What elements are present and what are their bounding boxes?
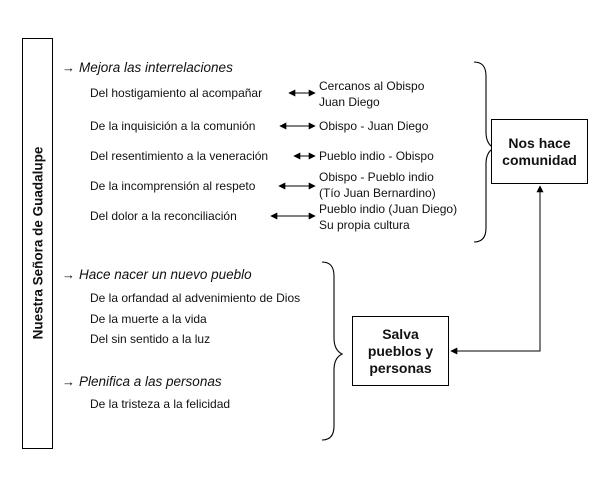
right-arrow-icon: →: [62, 267, 75, 282]
left-label-box: [22, 38, 53, 449]
section1-heading: Mejora las interrelaciones: [79, 60, 233, 75]
box-saves: Salva pueblos y personas: [352, 316, 449, 386]
section1-item-5-to-line2: Su propia cultura: [319, 218, 410, 232]
section1-item-4-from: De la incomprensión al respeto: [90, 179, 256, 193]
section1-item-3-from: Del resentimiento a la veneración: [90, 149, 269, 163]
section1-item-1-to-line1: Cercanos al Obispo: [319, 79, 425, 93]
box-community: Nos hace comunidad: [491, 119, 588, 184]
section1-item-5-to-line1: Pueblo indio (Juan Diego): [319, 202, 458, 216]
brace-bottom: [321, 261, 344, 441]
section1-item-4-to-line1: Obispo - Pueblo indio: [319, 170, 434, 184]
section1-item-1-from: Del hostigamiento al acompañar: [90, 86, 263, 100]
right-arrow-icon: →: [62, 60, 75, 75]
section1-item-5-from: Del dolor a la reconciliación: [90, 209, 237, 223]
box-saves-line2: pueblos y: [367, 342, 434, 359]
section2-heading: Hace nacer un nuevo pueblo: [79, 267, 252, 282]
box-community-line1: Nos hace: [508, 134, 571, 151]
box-community-line2: comunidad: [502, 151, 577, 168]
section1-item-3-to-line1: Pueblo indio - Obispo: [319, 149, 434, 163]
section2-item-3: Del sin sentido a la luz: [90, 332, 211, 346]
connector-arrow: [450, 185, 544, 355]
section1-item-4-to-line2: (Tío Juan Bernardino): [319, 186, 436, 200]
section2-item-1: De la orfandad al advenimiento de Dios: [90, 291, 301, 305]
section1-item-2-to-line1: Obispo - Juan Diego: [319, 119, 429, 133]
section1-item-2-from: De la inquisición a la comunión: [90, 119, 256, 133]
section3-item-1: De la tristeza a la felicidad: [90, 397, 231, 411]
section2-item-2: De la muerte a la vida: [90, 312, 207, 326]
right-arrow-icon: →: [62, 374, 75, 389]
section1-item-1-to-line2: Juan Diego: [319, 95, 380, 109]
box-saves-line3: personas: [369, 359, 432, 376]
section3-heading: Plenifica a las personas: [79, 374, 222, 389]
left-label: Nuestra Señora de Guadalupe: [30, 146, 46, 340]
box-saves-line1: Salva: [382, 325, 419, 342]
